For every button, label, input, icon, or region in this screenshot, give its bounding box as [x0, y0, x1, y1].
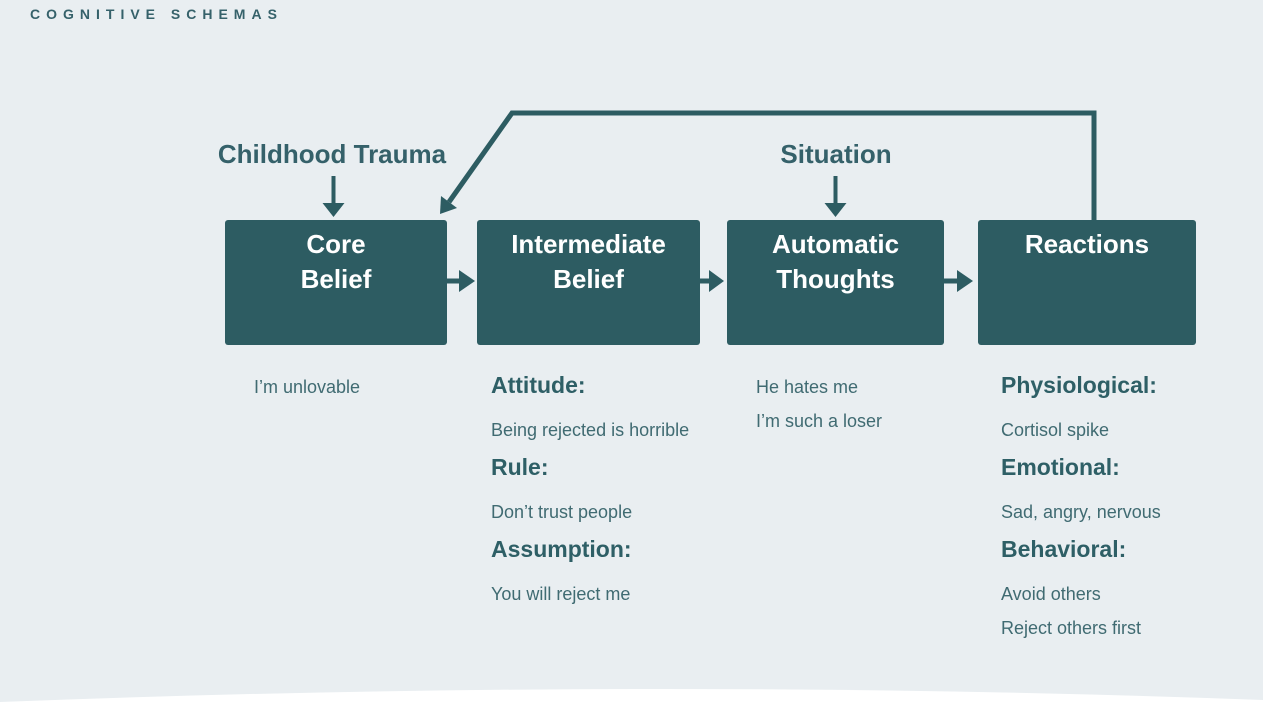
reactions-notes: Physiological: Cortisol spike Emotional:…	[1001, 372, 1161, 645]
physiological-example: Cortisol spike	[1001, 420, 1110, 440]
intermediate-belief-box: Intermediate Belief	[477, 220, 700, 345]
intermediate-to-automatic-arrow	[700, 270, 724, 292]
reactions-to-core-feedback-arrow	[440, 110, 1097, 221]
intermediate-belief-label-line2: Belief	[553, 264, 624, 294]
intermediate-belief-label-line1: Intermediate	[511, 229, 666, 259]
automatic-thoughts-box: Automatic Thoughts	[727, 220, 944, 345]
core-belief-label-line1: Core	[306, 229, 366, 259]
rule-heading: Rule:	[491, 454, 549, 480]
reactions-label-line1: Reactions	[1024, 229, 1150, 259]
automatic-thoughts-label-line2: Thoughts	[776, 264, 895, 294]
core-belief-label-line2: Belief	[300, 264, 372, 294]
core-belief-box: Core Belief	[225, 220, 447, 345]
assumption-heading: Assumption:	[491, 536, 632, 562]
reactions-box: Reactions	[978, 220, 1196, 345]
automatic-thoughts-label-line1: Automatic	[771, 229, 900, 259]
attitude-example: Being rejected is horrible	[491, 420, 690, 440]
behavioral-example-2: Reject others first	[1001, 618, 1142, 638]
childhood-trauma-down-arrow	[322, 176, 345, 217]
behavioral-heading: Behavioral:	[1001, 536, 1127, 562]
behavioral-example-1: Avoid others	[1001, 584, 1101, 604]
attitude-heading: Attitude:	[491, 372, 586, 398]
situation-down-arrow	[824, 176, 847, 217]
rule-example: Don’t trust people	[491, 502, 633, 522]
automatic-thought-example-1: He hates me	[756, 377, 859, 397]
automatic-thought-example-2: I’m such a loser	[756, 411, 883, 431]
intermediate-belief-notes: Attitude: Being rejected is horrible Rul…	[491, 372, 689, 611]
emotional-heading: Emotional:	[1001, 454, 1120, 480]
automatic-thoughts-notes: He hates me I’m such a loser	[756, 370, 882, 438]
core-belief-notes: I’m unlovable	[254, 370, 360, 404]
automatic-to-reactions-arrow	[944, 270, 973, 292]
childhood-trauma-label: Childhood Trauma	[217, 139, 447, 169]
page-title: COGNITIVE SCHEMAS	[30, 6, 283, 22]
physiological-heading: Physiological:	[1001, 372, 1157, 398]
assumption-example: You will reject me	[491, 584, 631, 604]
emotional-example: Sad, angry, nervous	[1001, 502, 1161, 522]
situation-label: Situation	[780, 139, 892, 169]
core-belief-example: I’m unlovable	[254, 377, 361, 397]
core-to-intermediate-arrow	[447, 270, 475, 292]
